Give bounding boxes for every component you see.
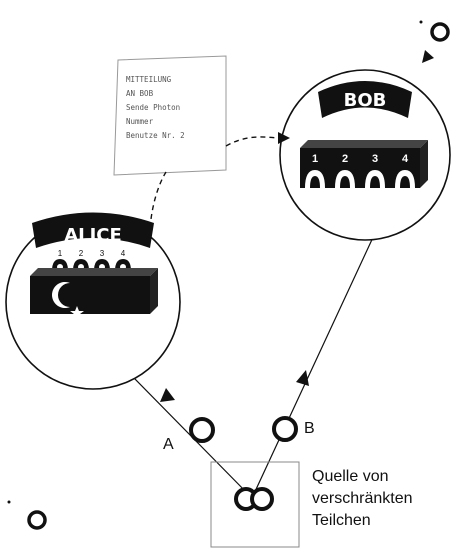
note-line: Benutze Nr. 2: [126, 131, 185, 140]
alice-box: [30, 268, 158, 319]
alice-detector-number: 2: [79, 249, 84, 258]
bob-detector: [365, 170, 385, 188]
particle-a-label: A: [163, 436, 174, 453]
note-line: Sende Photon: [126, 103, 180, 112]
star-icon: [70, 306, 84, 319]
note-line: Nummer: [126, 117, 154, 126]
bob-detector-numbers: 1 2 3 4: [312, 153, 409, 165]
crescent-icon: [51, 282, 70, 308]
entangled-particle: [250, 487, 274, 511]
note-line: MITTEILUNG: [126, 75, 172, 84]
particle-b-label: B: [304, 420, 315, 437]
bob-detector: [395, 170, 415, 188]
path-to-bob: [251, 217, 383, 499]
alice-detector-numbers: 1 2 3 4: [58, 249, 126, 258]
outgoing-arrow-top-right: [422, 50, 434, 63]
alice-detector-number: 1: [58, 249, 63, 258]
bob-detectors: [305, 170, 415, 188]
message-path-from-alice: [149, 171, 167, 229]
bob-box: [300, 140, 428, 188]
bob-detector-number: 4: [402, 153, 409, 165]
alice-detector-number: 4: [121, 249, 126, 258]
source: Quelle von verschränkten Teilchen: [210, 461, 413, 548]
bob-detector-number: 1: [312, 153, 318, 165]
particle-a: [189, 417, 215, 443]
note-paper: [113, 55, 227, 176]
alice-banner: [32, 212, 154, 248]
bob-detector-number: 2: [342, 153, 348, 165]
message-path-to-bob: [225, 136, 279, 147]
particle-b: [272, 416, 298, 442]
alice-station: ALICE 1 2 3 4: [5, 212, 181, 390]
alice-label: ALICE: [64, 225, 122, 246]
particle-dot: [7, 500, 11, 504]
note-line: AN BOB: [126, 89, 154, 98]
source-label-line-3: Teilchen: [312, 512, 371, 529]
arrow-to-bob: [296, 370, 309, 386]
outgoing-particle-top-right: [430, 22, 450, 42]
source-box: [210, 461, 300, 548]
source-label-line-2: verschränkten: [312, 490, 413, 507]
outgoing-particle-bottom-left: [27, 510, 47, 530]
bob-station: BOB 1 2 3 4: [279, 69, 451, 241]
bob-detector-number: 3: [372, 153, 378, 165]
bob-label: BOB: [344, 90, 387, 111]
particle-dot: [419, 20, 423, 24]
bob-detector: [335, 170, 355, 188]
source-label-line-1: Quelle von: [312, 468, 389, 485]
bob-detector: [305, 170, 325, 188]
alice-detector-number: 3: [100, 249, 105, 258]
arrow-to-alice: [160, 388, 175, 402]
bob-banner: [318, 81, 412, 118]
message-note: MITTEILUNG AN BOB Sende Photon Nummer Be…: [113, 55, 227, 176]
arrow-to-bob-station: [278, 132, 290, 144]
